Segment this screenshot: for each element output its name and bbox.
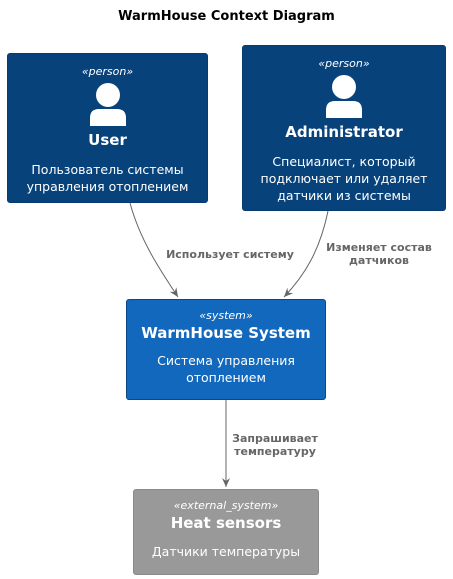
edge-label-system-sensors-line-1: Запрашивает bbox=[232, 432, 318, 445]
edge-label-system-sensors-line-2: температуру bbox=[234, 445, 316, 458]
sensors-description-line-1: Датчики температуры bbox=[151, 544, 301, 559]
sensors-stereotype: «external_system» bbox=[173, 499, 279, 512]
node-warmhouse-system[interactable]: «system» WarmHouse System Система управл… bbox=[126, 299, 326, 400]
edge-label-user-system-line-1: Использует систему bbox=[166, 248, 294, 261]
edge-user-to-system bbox=[129, 202, 179, 298]
edge-label-admin-system-line-1: Изменяет состав bbox=[326, 241, 432, 254]
system-description-line-2: отоплением bbox=[186, 370, 266, 385]
system-name: WarmHouse System bbox=[141, 324, 311, 342]
system-stereotype: «system» bbox=[199, 309, 253, 322]
node-user[interactable]: «person» User Пользователь системы управ… bbox=[7, 53, 208, 203]
edge-label-system-sensors: Запрашивает температуру bbox=[222, 432, 328, 458]
admin-stereotype: «person» bbox=[318, 57, 370, 70]
sensors-name: Heat sensors bbox=[170, 514, 282, 532]
edge-label-admin-system-line-2: датчиков bbox=[349, 254, 409, 267]
diagram-title: WarmHouse Context Diagram bbox=[118, 9, 335, 24]
node-heat-sensors[interactable]: «external_system» Heat sensors Датчики т… bbox=[133, 489, 319, 575]
person-icon bbox=[89, 83, 126, 126]
edge-admin-to-system bbox=[283, 210, 329, 298]
node-administrator[interactable]: «person» Administrator Специалист, котор… bbox=[242, 45, 446, 211]
edge-label-admin-system: Изменяет состав датчиков bbox=[314, 241, 444, 267]
admin-description-line-2: подключает или удаляет bbox=[260, 171, 428, 186]
admin-description-line-1: Специалист, который bbox=[272, 154, 416, 169]
user-stereotype: «person» bbox=[81, 65, 134, 78]
person-icon bbox=[326, 75, 362, 118]
edge-label-user-system: Использует систему bbox=[152, 248, 308, 261]
system-description-line-1: Система управления bbox=[157, 353, 295, 368]
user-description-line-1: Пользователь системы bbox=[31, 162, 184, 177]
user-name: User bbox=[88, 131, 127, 149]
user-description-line-2: управления отоплением bbox=[26, 179, 189, 194]
admin-name: Administrator bbox=[285, 123, 403, 141]
admin-description-line-3: датчики из системы bbox=[277, 188, 411, 203]
